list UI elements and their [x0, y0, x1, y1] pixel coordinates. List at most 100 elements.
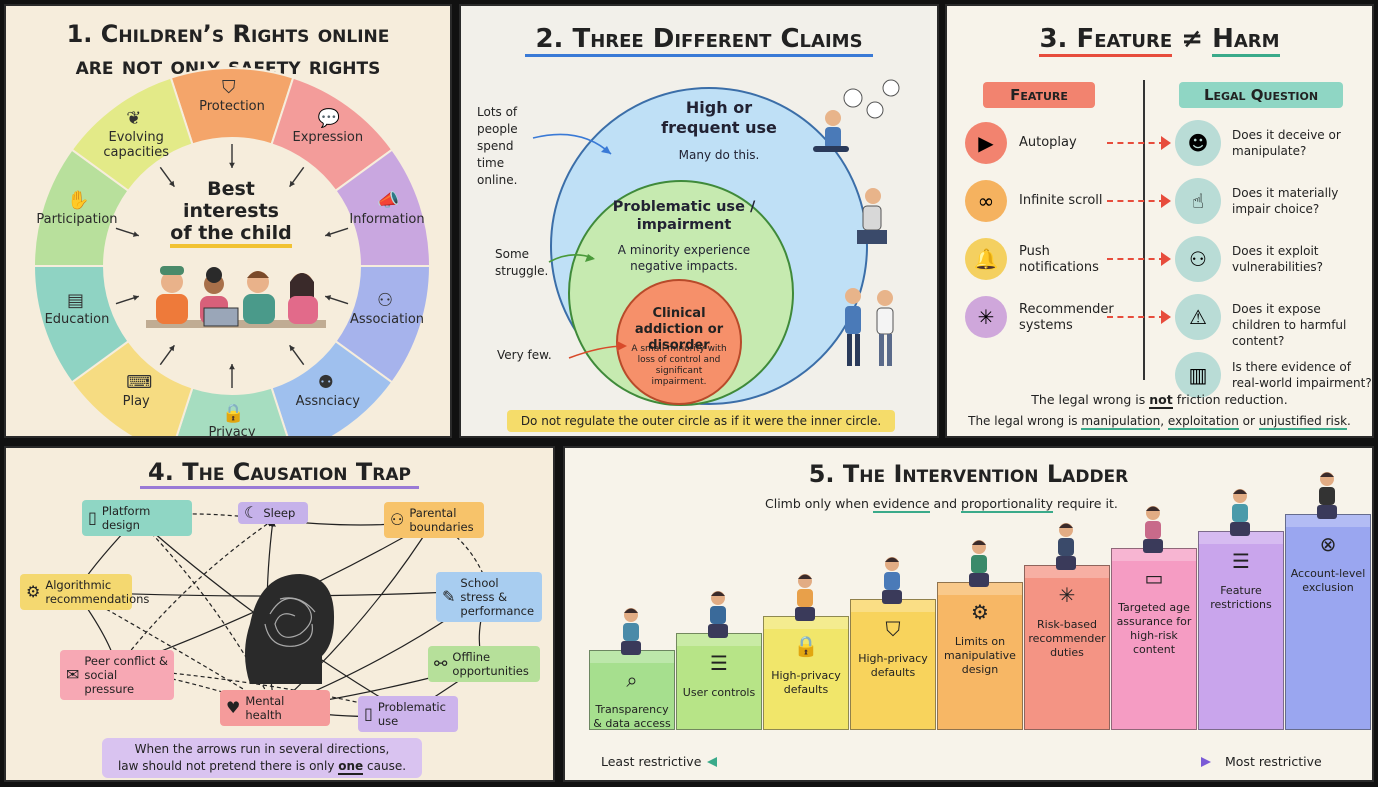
children-illustration	[146, 266, 326, 328]
ladder-step: ⚙ Limits on manipulative design	[937, 582, 1023, 730]
step-label: Feature restrictions	[1210, 584, 1272, 611]
axis-left-label: Least restrictive	[601, 754, 702, 769]
outer-title: High or frequent use	[661, 98, 777, 137]
phone-icon: ▯	[88, 508, 97, 527]
panel3-footer2: The legal wrong is manipulation, exploit…	[968, 414, 1351, 430]
panel2-title: 2. Three Different Claims	[461, 24, 937, 57]
step-top	[1286, 515, 1370, 527]
raised-hand-icon: ✋	[66, 189, 90, 211]
causal-node-peer-conflict-social-pressure: ✉Peer conflict & social pressure	[60, 650, 174, 700]
ring-label-play: Play	[122, 393, 150, 409]
step-top	[590, 651, 674, 663]
causal-node-label: Mental health	[245, 694, 285, 722]
sliders-icon: ☰	[1232, 549, 1250, 573]
dashed-arrow	[1107, 200, 1165, 202]
ring-segment-assnciacy	[270, 339, 394, 436]
step-top	[764, 617, 848, 629]
step-label: Limits on manipulative design	[944, 635, 1016, 676]
step-top	[851, 600, 935, 612]
panel-feature-harm: 3. Feature ≠ Harm Feature Legal Question…	[945, 4, 1374, 438]
nested-circles	[532, 79, 900, 406]
dashed-arrow	[1107, 142, 1165, 144]
feature-row: ▶ Autoplay ☻ Does it deceive or manipulate?	[947, 118, 1372, 176]
child-figure	[621, 608, 641, 655]
best-interests-center: Best interests of the child	[156, 178, 306, 248]
feature-label: Push notifications	[1019, 244, 1099, 275]
note-middle: Some struggle.	[495, 247, 549, 278]
legal-question-column-header: Legal Question	[1179, 82, 1343, 108]
bar-chart-icon: ▥	[1175, 352, 1221, 398]
step-label: Targeted age assurance for high-risk con…	[1116, 601, 1192, 656]
tap-hand-icon: ☝	[1175, 178, 1221, 224]
panel1-title-line1: 1. Children’s Rights online	[66, 20, 390, 48]
speech-bubble-icon: 💬	[317, 108, 341, 130]
warning-triangle-icon: ⚠	[1175, 294, 1221, 340]
step-label: Account-level exclusion	[1290, 567, 1366, 594]
causal-node-offline-opportunities: ⚯Offline opportunities	[428, 646, 540, 682]
feature-label: Infinite scroll	[1019, 193, 1103, 208]
causal-node-label: Problematic use	[377, 700, 446, 728]
ladder-step: ▭Targeted age assurance for high-risk co…	[1111, 548, 1197, 730]
center-line1: Best	[207, 178, 255, 200]
causal-node-problematic-use: ▯Problematic use	[358, 696, 458, 732]
causal-node-label: Peer conflict & social pressure	[84, 654, 169, 696]
step-top	[938, 583, 1022, 595]
panel4-footer: When the arrows run in several direction…	[102, 738, 422, 778]
sliders-icon: ☰	[710, 651, 728, 675]
heart-icon: ♥	[226, 698, 241, 717]
causal-node-label: Platform design	[101, 504, 151, 532]
child-figure	[882, 557, 902, 604]
network-icon: ✳	[1058, 583, 1076, 607]
feature-row: ▥ Is there evidence of real-world impairm…	[947, 350, 1372, 408]
people-icon: ⚉	[317, 371, 334, 393]
inner-sub: A small minority with loss of control an…	[631, 344, 727, 387]
causal-node-label: Offline opportunities	[452, 650, 529, 678]
step-label: High-privacy defaults	[771, 669, 841, 696]
ring-label-expression: Expression	[292, 130, 364, 146]
smartphone-icon: ▯	[364, 704, 373, 723]
brain-gear-icon: ⚙	[971, 600, 989, 624]
legal-question-text: Does it deceive or manipulate?	[1232, 128, 1341, 158]
center-line3: of the child	[156, 222, 306, 248]
arrow-head	[1161, 194, 1171, 208]
causal-node-algorithmic-recommendations: ⚙Algorithmic recommendations	[20, 574, 149, 610]
restrictiveness-arrow	[707, 757, 1211, 767]
ring-segment-evolving-capacities	[70, 76, 194, 193]
person-tablet	[857, 188, 887, 244]
pencil-icon: ✎	[442, 587, 456, 606]
feature-column-header: Feature	[983, 82, 1095, 108]
panel3-title: 3. Feature ≠ Harm	[947, 24, 1372, 57]
dashed-arrow	[1107, 316, 1165, 318]
child-figure	[1143, 506, 1163, 553]
child-figure	[708, 591, 728, 638]
ladder-step: ☰ Feature restrictions	[1198, 531, 1284, 730]
legal-question-text: Does it exploit vulnerabilities?	[1232, 244, 1323, 274]
step-top	[1199, 532, 1283, 544]
shield-icon: ⛉	[222, 77, 236, 98]
group-icon: ⚇	[377, 290, 394, 312]
panel1-title-pre: are not	[75, 52, 171, 80]
book-icon: ▤	[66, 290, 84, 312]
play-icon: ▶	[965, 122, 1007, 164]
middle-title: Problematic use / impairment	[612, 199, 756, 233]
causal-node-school-stress-performance: ✎School stress & performance	[436, 572, 542, 622]
ring-label-participation: Participation	[36, 211, 118, 227]
causal-node-label: Sleep	[263, 506, 296, 520]
brain-head-icon: ☻	[1175, 120, 1221, 166]
speech-bubble-icons	[843, 79, 900, 119]
legal-question-text: Is there evidence of real-world impairme…	[1232, 360, 1372, 390]
column-divider	[1143, 80, 1145, 380]
note-outer: Lots of people spend time online.	[477, 105, 518, 187]
middle-sub: A minority experience negative impacts.	[617, 243, 751, 273]
gear-network-icon: ⚙	[26, 582, 41, 601]
panel5-title: 5. The Intervention Ladder	[808, 460, 1129, 488]
ring-label-assnciacy: Assnciacy	[295, 393, 360, 409]
panel4-footer-line2: law should not pretend there is only one…	[117, 759, 407, 775]
feature-row: ∞Infinite scroll☝Does it materially impa…	[947, 176, 1372, 234]
ring-label-association: Association	[350, 312, 425, 328]
legal-question-text: Does it expose children to harmful conte…	[1232, 302, 1347, 348]
feature-row: ✳Recommender systems⚠Does it expose chil…	[947, 292, 1372, 350]
cross-circle-icon: ⊗	[1319, 532, 1337, 556]
arrow-head	[1161, 136, 1171, 150]
feature-label: Autoplay	[1019, 135, 1077, 150]
